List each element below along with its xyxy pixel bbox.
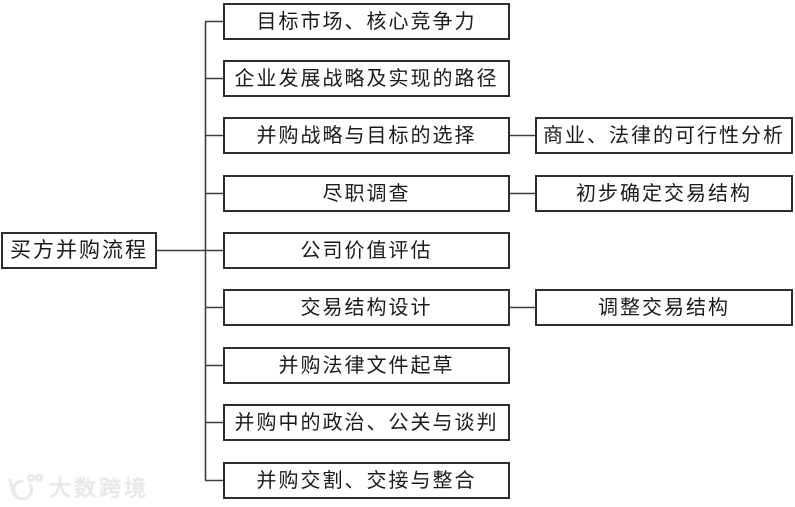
node-legal-document-drafting: 并购法律文件起草 xyxy=(223,347,510,384)
node-buyer-ma-process: 买方并购流程 xyxy=(1,232,157,269)
watermark: 大数跨境 xyxy=(6,471,149,503)
node-politics-pr-negotiation: 并购中的政治、公关与谈判 xyxy=(223,404,510,441)
node-closing-handover-integration: 并购交割、交接与整合 xyxy=(223,462,510,499)
subnode-preliminary-deal-structure: 初步确定交易结构 xyxy=(535,175,793,212)
watermark-text: 大数跨境 xyxy=(49,476,150,501)
node-company-valuation: 公司价值评估 xyxy=(223,232,510,269)
node-due-diligence: 尽职调查 xyxy=(223,175,510,212)
node-development-strategy: 企业发展战略及实现的路径 xyxy=(223,60,510,97)
watermark-logo-icon xyxy=(8,473,44,501)
node-deal-structure-design: 交易结构设计 xyxy=(223,289,510,326)
node-target-market: 目标市场、核心竞争力 xyxy=(223,3,510,40)
node-ma-strategy-selection: 并购战略与目标的选择 xyxy=(223,117,510,154)
subnode-adjust-deal-structure: 调整交易结构 xyxy=(535,289,793,326)
subnode-feasibility-analysis: 商业、法律的可行性分析 xyxy=(535,117,793,154)
